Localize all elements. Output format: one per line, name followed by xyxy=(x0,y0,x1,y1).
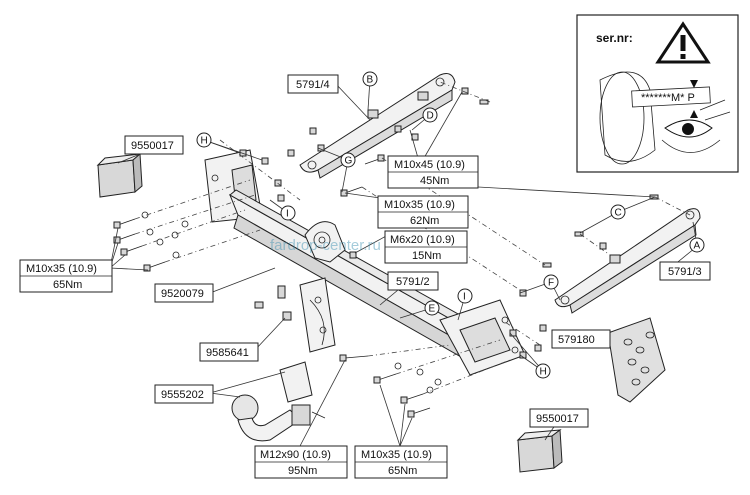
svg-text:95Nm: 95Nm xyxy=(288,465,317,477)
part-label-crossbar: 9520079 xyxy=(154,283,214,303)
svg-text:65Nm: 65Nm xyxy=(53,279,82,291)
marker-b: B xyxy=(362,71,378,87)
marker-d: D xyxy=(422,107,438,123)
svg-text:H: H xyxy=(540,367,547,378)
eye-icon xyxy=(661,99,731,153)
part-label-arm-left: 5791/4 xyxy=(287,74,339,94)
svg-text:D: D xyxy=(427,111,434,122)
marker-i-left: I xyxy=(280,205,296,221)
torque-box-mid-m6x20: M6x20 (10.9) 15Nm xyxy=(384,230,468,264)
marker-a: A xyxy=(689,237,705,253)
torque-box-mid-m10x35: M10x35 (10.9) 62Nm xyxy=(377,195,469,229)
svg-text:I: I xyxy=(463,292,466,303)
marker-f: F xyxy=(543,274,559,290)
ball-plate xyxy=(299,277,336,353)
marker-i-right: I xyxy=(457,288,473,304)
svg-text:M10x35 (10.9): M10x35 (10.9) xyxy=(26,263,97,275)
svg-text:C: C xyxy=(615,208,622,219)
tow-ball xyxy=(231,361,326,442)
serial-number-panel: ser.nr: *******M* P xyxy=(576,14,739,173)
svg-text:45Nm: 45Nm xyxy=(420,175,449,187)
warning-triangle-icon xyxy=(655,21,711,64)
marker-h-right: H xyxy=(535,363,551,379)
part-label-arm-right: 5791/3 xyxy=(659,261,711,281)
svg-text:9550017: 9550017 xyxy=(536,413,579,425)
svg-text:9585641: 9585641 xyxy=(206,347,249,359)
marker-g: G xyxy=(340,152,356,168)
watermark: fardrop-center.ru xyxy=(270,237,381,254)
torque-box-top-m10x45: M10x45 (10.9) 45Nm xyxy=(387,155,479,189)
svg-text:I: I xyxy=(286,209,289,220)
svg-text:62Nm: 62Nm xyxy=(410,215,439,227)
svg-text:5791/2: 5791/2 xyxy=(396,276,430,288)
svg-text:E: E xyxy=(429,304,436,315)
svg-text:B: B xyxy=(367,75,374,86)
bolt-kit xyxy=(254,285,292,321)
socket-bracket xyxy=(304,221,346,263)
svg-text:M12x90 (10.9): M12x90 (10.9) xyxy=(260,449,331,461)
part-label-ball: 9555202 xyxy=(154,384,214,404)
svg-text:9550017: 9550017 xyxy=(131,140,174,152)
part-label-plate: 5791/2 xyxy=(387,271,439,291)
serial-title: ser.nr: xyxy=(596,31,633,45)
svg-text:M10x35 (10.9): M10x35 (10.9) xyxy=(384,199,455,211)
torque-box-bottom-m10x35: M10x35 (10.9) 65Nm xyxy=(354,445,448,479)
socket-plate xyxy=(607,317,666,403)
part-label-pad-bottom: 9550017 xyxy=(529,408,589,428)
svg-text:M10x45 (10.9): M10x45 (10.9) xyxy=(394,159,465,171)
svg-text:15Nm: 15Nm xyxy=(412,250,441,262)
torque-box-left-m10x35: M10x35 (10.9) 65Nm xyxy=(19,259,113,293)
pad-top xyxy=(96,152,143,198)
plate-oval xyxy=(599,71,645,165)
svg-text:5791/4: 5791/4 xyxy=(296,79,330,91)
svg-text:M6x20 (10.9): M6x20 (10.9) xyxy=(390,234,455,246)
marker-c: C xyxy=(610,204,626,220)
pad-bottom xyxy=(516,429,563,473)
svg-text:H: H xyxy=(201,136,208,147)
part-label-pad-top: 9550017 xyxy=(124,135,184,155)
svg-text:M10x35 (10.9): M10x35 (10.9) xyxy=(361,449,432,461)
svg-text:F: F xyxy=(548,278,554,289)
part-label-bolt-kit: 9585641 xyxy=(199,342,259,362)
arm-right xyxy=(554,208,701,314)
svg-text:579180: 579180 xyxy=(558,334,595,346)
svg-text:9520079: 9520079 xyxy=(161,288,204,300)
crossbar xyxy=(204,149,526,376)
plate-outline xyxy=(599,71,656,162)
svg-text:5791/3: 5791/3 xyxy=(668,266,702,278)
svg-text:9555202: 9555202 xyxy=(161,389,204,401)
torque-box-bottom-m12x90: M12x90 (10.9) 95Nm xyxy=(254,445,348,479)
svg-text:65Nm: 65Nm xyxy=(388,465,417,477)
plate-text: *******M* P xyxy=(641,92,695,104)
marker-h-left: H xyxy=(196,132,212,148)
svg-text:G: G xyxy=(345,156,353,167)
plate-label xyxy=(631,86,711,108)
part-label-socket-plate: 579180 xyxy=(551,329,611,349)
svg-text:A: A xyxy=(694,241,701,252)
marker-e: E xyxy=(424,300,440,316)
